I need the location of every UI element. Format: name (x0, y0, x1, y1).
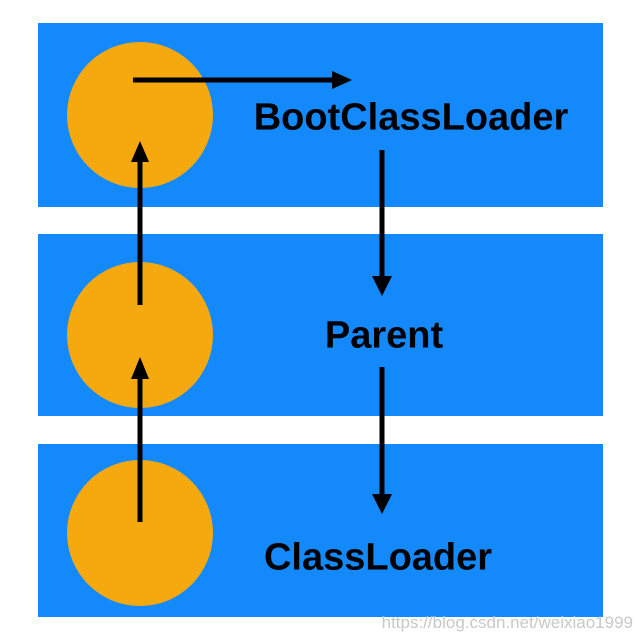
watermark-url: https://blog.csdn.net/weixiao1999 (381, 613, 633, 632)
classloader-circle (67, 460, 213, 606)
label-bootclassloader: BootClassLoader (253, 96, 569, 139)
parent-circle (67, 262, 213, 408)
bootclassloader-circle (67, 42, 213, 188)
label-classloader: ClassLoader (263, 536, 493, 579)
label-parent: Parent (324, 314, 444, 357)
